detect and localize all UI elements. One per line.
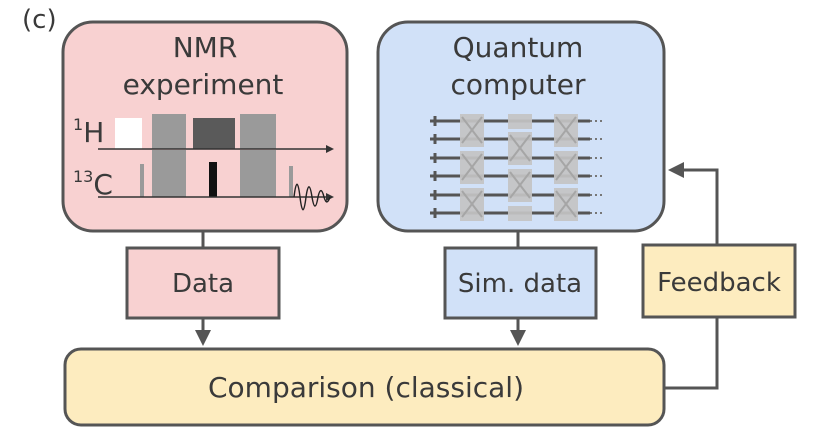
feedback-box: Feedback <box>641 243 797 319</box>
quantum-title-line1: Quantum <box>453 31 584 64</box>
pulse-c-thin-2 <box>289 166 293 197</box>
pulse-h-1 <box>152 114 186 149</box>
nmr-experiment-box: NMR experiment 1H 13C <box>61 20 349 233</box>
arrowhead-data <box>195 330 211 346</box>
pulse-c-1 <box>152 150 186 197</box>
arrowhead-simdata <box>510 330 526 346</box>
channel-h-superscript: 1 <box>73 115 83 134</box>
fid-signal <box>293 183 331 211</box>
nmr-title-line1: NMR <box>173 31 238 64</box>
comparison-box: Comparison (classical) <box>63 347 666 427</box>
quantum-title-line2: computer <box>450 68 586 101</box>
pulse-h-2 <box>240 114 276 149</box>
sim-data-label: Sim. data <box>458 269 582 299</box>
pulse-h-small <box>115 118 142 149</box>
channel-c-symbol: C <box>93 168 113 201</box>
qubit-plus-markers <box>430 116 440 218</box>
channel-h-symbol: H <box>83 116 104 149</box>
pulse-c-2 <box>240 150 276 197</box>
pulse-h-decouple <box>193 118 235 149</box>
quantum-circuit-icon <box>430 114 602 221</box>
pulse-c-thin <box>140 164 144 197</box>
pulse-c-black <box>209 162 217 197</box>
channel-h-label: 1H <box>73 115 104 149</box>
channel-c-superscript: 13 <box>73 167 93 186</box>
quantum-computer-box: Quantum computer <box>376 20 666 233</box>
nmr-title-line2: experiment <box>123 68 284 101</box>
panel-label: (c) <box>22 5 57 35</box>
connector-comparison-to-feedback <box>664 317 719 390</box>
feedback-label: Feedback <box>657 268 781 298</box>
arrowhead-feedback <box>668 162 684 178</box>
data-box: Data <box>125 246 281 320</box>
channel-c-label: 13C <box>73 167 113 201</box>
comparison-label: Comparison (classical) <box>208 371 524 404</box>
arrow-feedback-to-quantum <box>682 168 719 245</box>
data-label: Data <box>172 269 234 299</box>
sim-data-box: Sim. data <box>443 246 598 320</box>
